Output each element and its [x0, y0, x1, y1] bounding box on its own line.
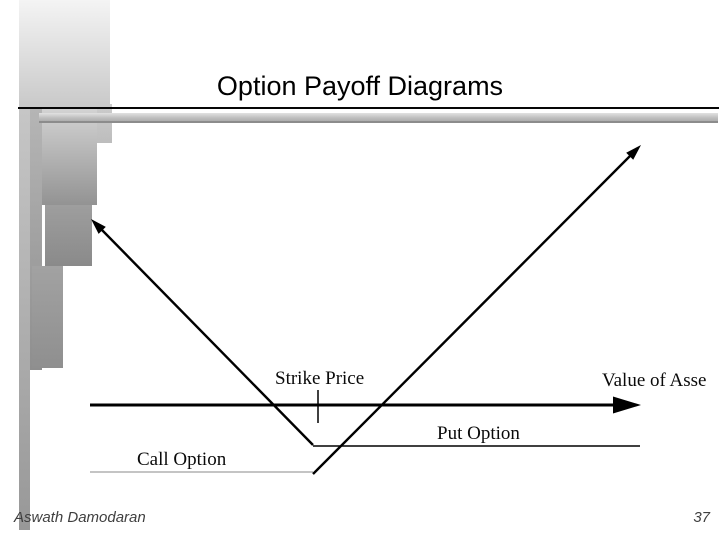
- put-option-label: Put Option: [437, 423, 520, 444]
- value-axis-arrowhead: [613, 396, 641, 414]
- left-deco-block-lower: [32, 266, 63, 368]
- left-deco-column-outer: [19, 0, 30, 530]
- value-axis-label: Value of Asse: [602, 370, 707, 391]
- strike-price-label: Strike Price: [275, 368, 365, 389]
- title-divider-bar: [39, 113, 718, 123]
- call-payoff-arrowhead: [626, 145, 641, 160]
- footer-page-number: 37: [693, 509, 710, 526]
- slide-title: Option Payoff Diagrams: [216, 71, 504, 101]
- call-payoff-diagonal-line: [312, 154, 632, 475]
- put-payoff-diagonal-line: [100, 228, 314, 446]
- footer-author: Aswath Damodaran: [14, 509, 146, 526]
- title-divider-line: [18, 107, 719, 109]
- left-deco-block-middle: [45, 205, 92, 266]
- left-deco-block-top: [19, 0, 110, 107]
- put-payoff-arrowhead: [91, 219, 106, 234]
- call-option-label: Call Option: [137, 449, 227, 470]
